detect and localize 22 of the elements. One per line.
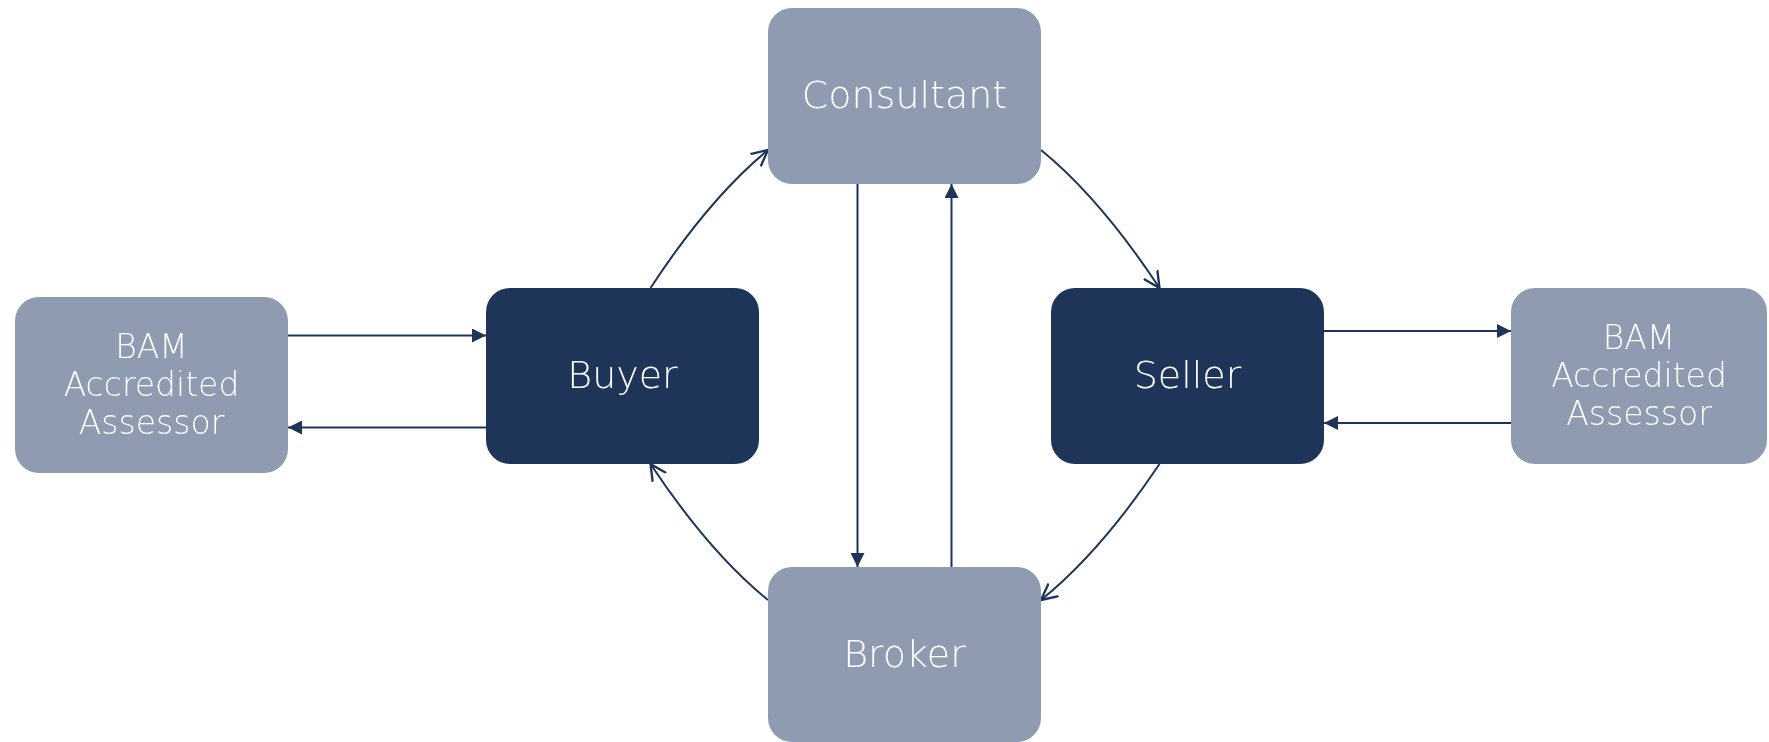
- arrow: [1039, 463, 1161, 602]
- node-label: Seller: [1133, 354, 1242, 398]
- party-box: [486, 288, 759, 464]
- role-box: [768, 8, 1041, 184]
- node-label: Consultant: [801, 74, 1008, 118]
- node-label: BAM Accredited Assessor: [62, 328, 241, 442]
- arrow: [944, 183, 959, 568]
- node-label: Broker: [843, 632, 966, 677]
- arrow: [1323, 416, 1512, 430]
- arrow: [649, 462, 769, 601]
- arrow: [649, 148, 770, 289]
- node-label: Buyer: [567, 354, 678, 398]
- role-box: [15, 297, 288, 473]
- node-label: BAM Accredited Assessor: [1550, 319, 1728, 433]
- arrow: [287, 328, 487, 343]
- party-box: [1051, 288, 1324, 464]
- role-box: [1511, 288, 1767, 464]
- arrow: [1323, 324, 1512, 338]
- arrow: [287, 420, 487, 435]
- role-box: [768, 567, 1041, 742]
- arrow: [1040, 149, 1161, 290]
- arrow: [850, 183, 865, 568]
